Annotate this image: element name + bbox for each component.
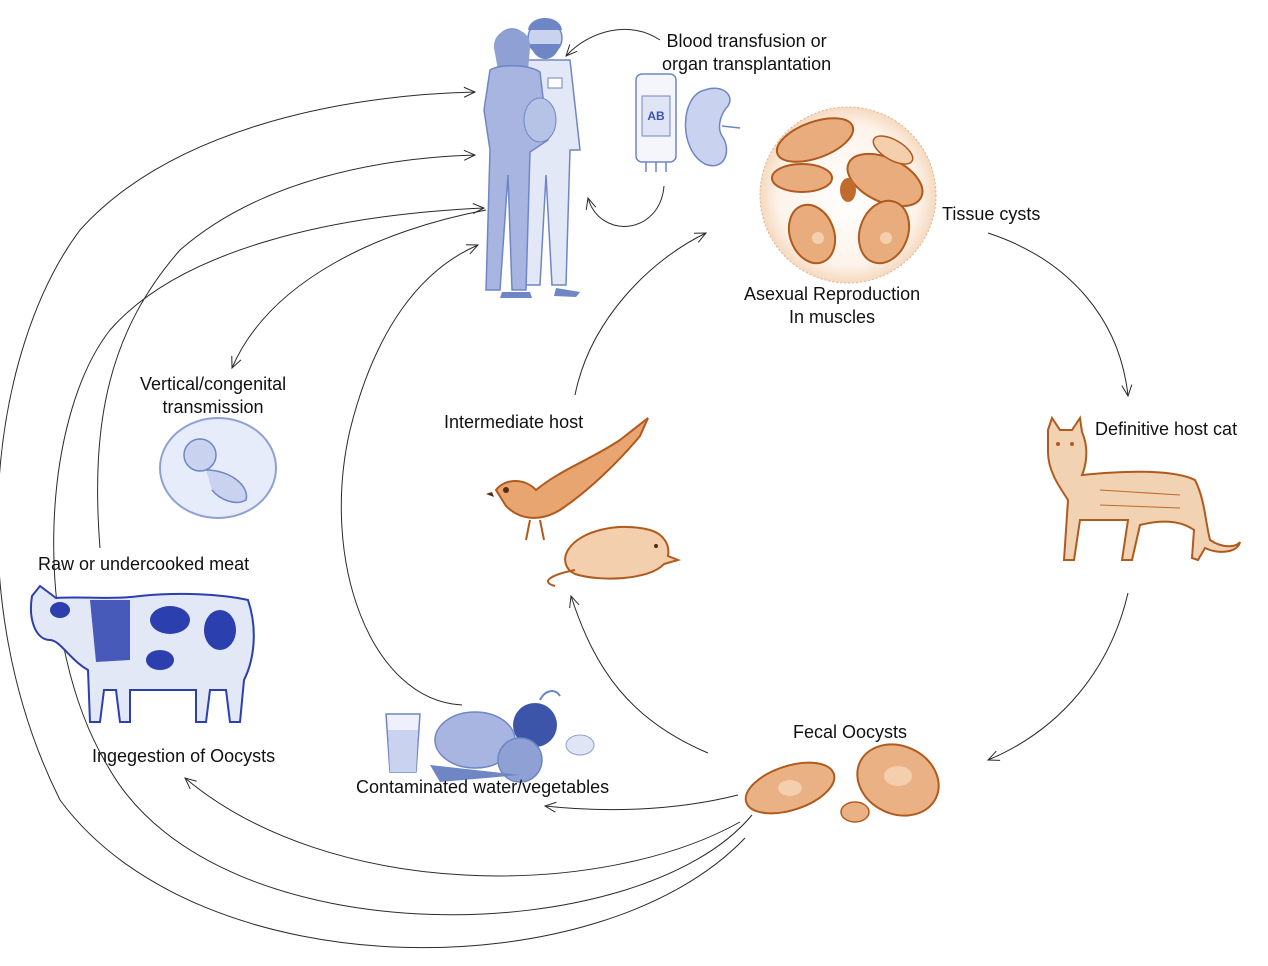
- cow-icon: [31, 586, 254, 722]
- label-asexual-reproduction: Asexual Reproduction In muscles: [744, 283, 920, 329]
- arrow-humans-to-transfusion: [588, 186, 664, 226]
- label-blood-transfusion: Blood transfusion or organ transplantati…: [662, 30, 831, 76]
- label-blood-line2: organ transplantation: [662, 53, 831, 76]
- arrow-cysts-to-cat: [988, 233, 1128, 396]
- arrow-intermediate-to-cysts: [575, 233, 706, 395]
- label-tissue-cysts: Tissue cysts: [942, 203, 1040, 226]
- arrow-transfusion-to-humans: [566, 29, 660, 56]
- label-asexual-line2: In muscles: [744, 306, 920, 329]
- bird-icon: [486, 418, 648, 540]
- label-asexual-line1: Asexual Reproduction: [744, 283, 920, 306]
- label-vertical-line1: Vertical/congenital: [140, 373, 286, 396]
- label-intermediate-host: Intermediate host: [444, 411, 583, 434]
- blood-bag-icon: AB: [636, 74, 676, 172]
- label-ingestion: Ingegestion of Oocysts: [92, 745, 275, 768]
- label-raw-meat: Raw or undercooked meat: [38, 553, 249, 576]
- human-couple-icon: [484, 18, 580, 298]
- blood-bag-text: AB: [647, 109, 665, 123]
- fetus-icon: [160, 418, 276, 518]
- label-vertical-transmission: Vertical/congenital transmission: [140, 373, 286, 419]
- water-glass-icon: [386, 714, 420, 772]
- kidney-icon: [685, 88, 740, 165]
- label-fecal-oocysts: Fecal Oocysts: [793, 721, 907, 744]
- label-definitive-host: Definitive host cat: [1095, 418, 1237, 441]
- arrow-vegetables-to-humans: [341, 245, 478, 705]
- arrow-humans-to-vertical: [232, 210, 486, 368]
- label-contaminated: Contaminated water/vegetables: [356, 776, 609, 799]
- arrow-oocysts-to-intermediate: [571, 596, 708, 753]
- arrow-cat-to-oocysts: [988, 593, 1128, 760]
- oocyst-icon: [739, 731, 950, 828]
- arrow-oocysts-to-humans-outer: [0, 92, 745, 948]
- label-vertical-line2: transmission: [140, 396, 286, 419]
- label-blood-line1: Blood transfusion or: [662, 30, 831, 53]
- rat-icon: [548, 527, 678, 586]
- arrow-meat-to-humans: [98, 155, 475, 548]
- tissue-cyst-icon: [760, 107, 936, 283]
